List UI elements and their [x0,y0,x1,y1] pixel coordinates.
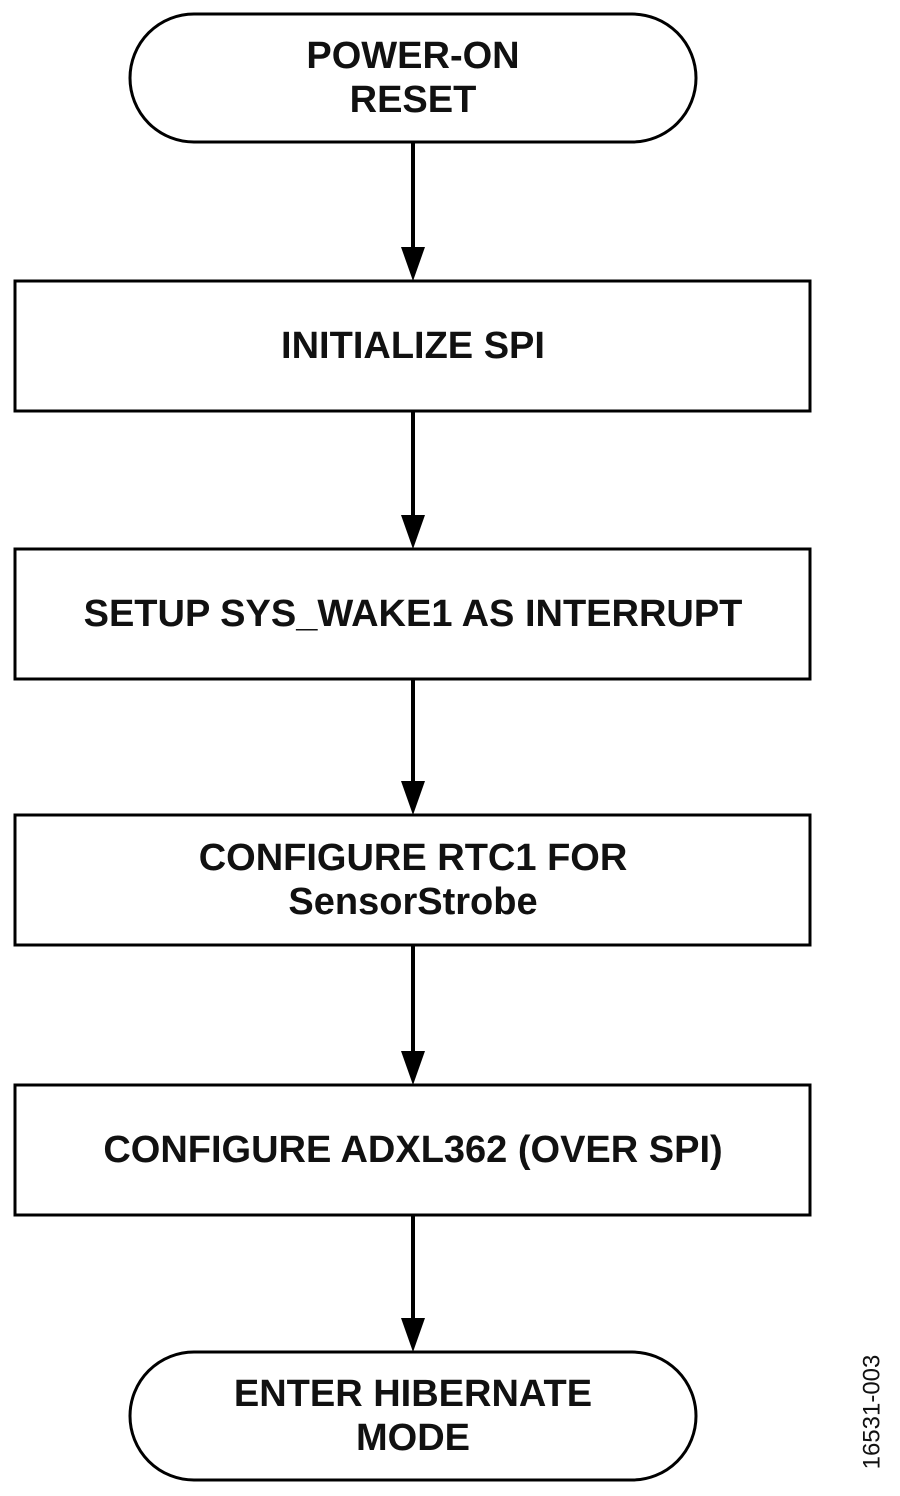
arrow-head [401,1318,425,1352]
process-box [13,547,812,681]
terminal-shape [128,1350,698,1482]
figure-id: 16531-003 [859,1355,886,1470]
node-setup-sys-wake1: SETUP SYS_WAKE1 AS INTERRUPT [13,547,812,681]
node-label: RESET [350,79,477,121]
node-label: ENTER HIBERNATE [234,1373,592,1415]
process-box [13,813,812,947]
node-label: CONFIGURE RTC1 FOR [199,837,628,879]
node-label: POWER-ON [306,35,519,77]
node-label: CONFIGURE ADXL362 (OVER SPI) [103,1129,722,1171]
arrow-head [401,515,425,549]
node-label: MODE [356,1417,470,1459]
arrow-setup-sys-wake1-to-configure-rtc1 [401,679,425,815]
node-configure-adxl362: CONFIGURE ADXL362 (OVER SPI) [13,1083,812,1217]
process-box [13,1083,812,1217]
node-label: SensorStrobe [288,881,537,923]
arrow-configure-rtc1-to-configure-adxl362 [401,945,425,1085]
arrow-head [401,1051,425,1085]
arrow-power-on-reset-to-initialize-spi [401,142,425,281]
arrow-head [401,247,425,281]
terminal-shape [128,12,698,144]
arrow-configure-adxl362-to-enter-hibernate [401,1215,425,1352]
node-initialize-spi: INITIALIZE SPI [13,279,812,413]
arrow-head [401,781,425,815]
node-label: SETUP SYS_WAKE1 AS INTERRUPT [84,593,743,635]
process-box [13,279,812,413]
node-label: INITIALIZE SPI [281,325,545,367]
arrow-initialize-spi-to-setup-sys-wake1 [401,411,425,549]
